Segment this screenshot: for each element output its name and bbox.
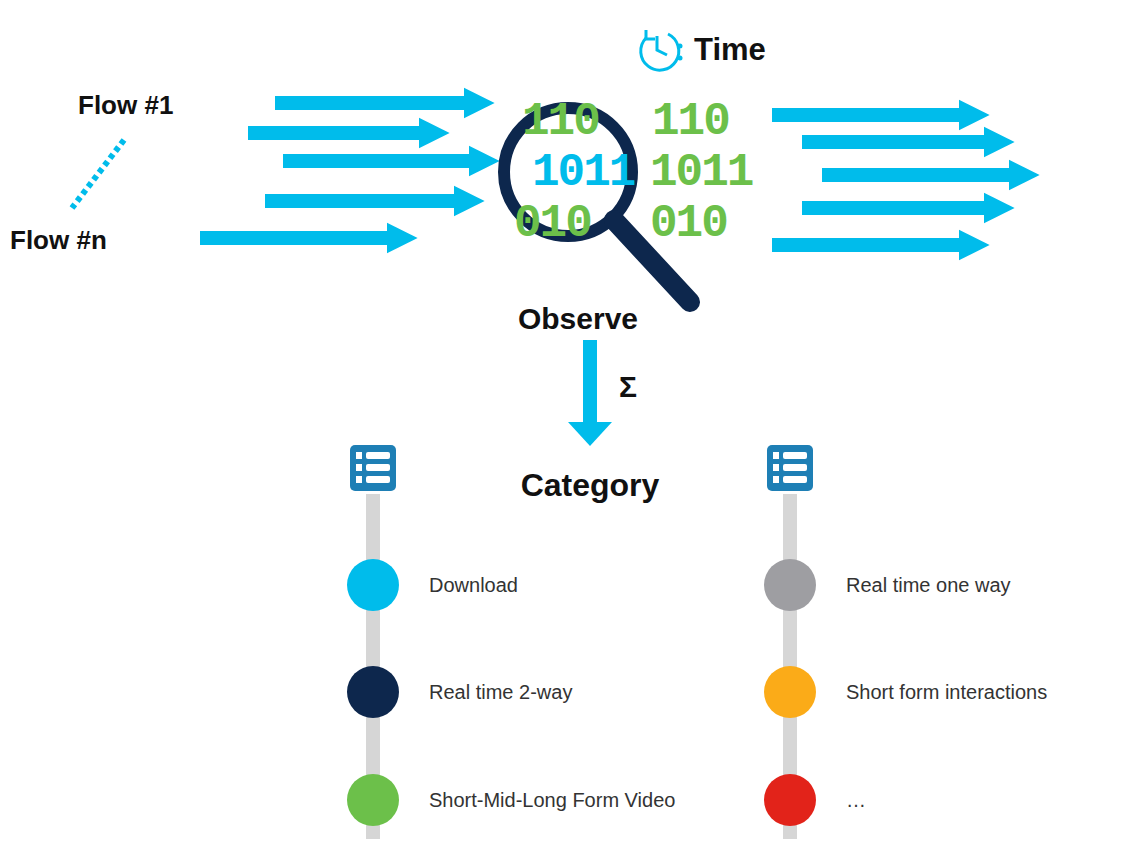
legend-swatch <box>347 666 399 718</box>
clock-icon <box>641 30 683 70</box>
incoming-flows <box>200 103 475 238</box>
binary-digits: 110 <box>522 97 599 148</box>
binary-digits: 010 <box>514 199 591 250</box>
flow-label: Flow #1 <box>78 91 173 120</box>
legend-swatch <box>347 774 399 826</box>
category-heading: Category <box>521 468 660 503</box>
sum-arrow <box>568 340 612 446</box>
legend-swatch <box>347 559 399 611</box>
legend-text: Short-Mid-Long Form Video <box>429 788 675 812</box>
legend-text: Short form interactions <box>846 680 1047 704</box>
legend-text: Download <box>429 573 518 597</box>
time-label: Time <box>694 33 766 67</box>
legend-text: … <box>846 788 866 812</box>
binary-digits: 110 <box>652 97 729 148</box>
binary-digits: 1011 <box>650 148 752 199</box>
flow-ellipsis <box>72 140 124 208</box>
outgoing-flows <box>772 115 1015 245</box>
legend-swatch <box>764 559 816 611</box>
sum-symbol: Σ <box>619 370 637 403</box>
legend-text: Real time one way <box>846 573 1011 597</box>
binary-digits: 1011 <box>532 148 634 199</box>
legend-swatch <box>764 666 816 718</box>
legend-swatch <box>764 774 816 826</box>
flow-label: Flow #n <box>10 226 107 255</box>
binary-digits: 010 <box>650 199 727 250</box>
observe-label: Observe <box>518 302 638 335</box>
legend-text: Real time 2-way <box>429 680 572 704</box>
